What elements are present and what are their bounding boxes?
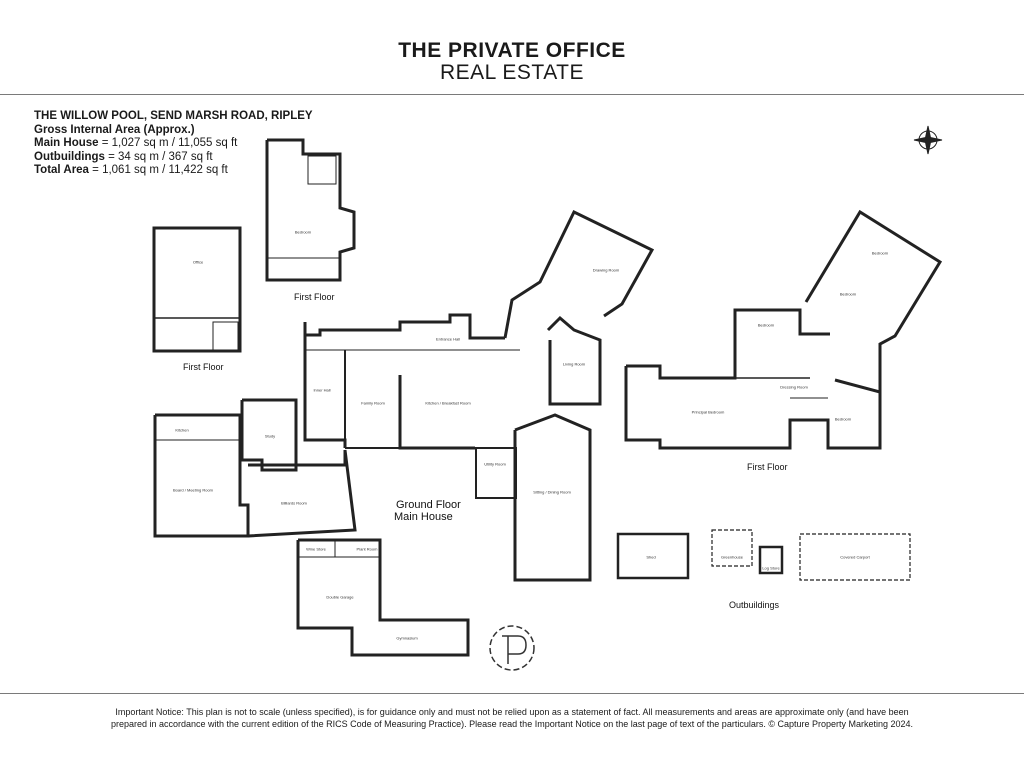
room-bedroom-r4: Bedroom [834,416,852,422]
property-title: THE WILLOW POOL, SEND MARSH ROAD, RIPLEY [34,110,313,122]
outbuildings-label: Outbuildings [729,600,780,610]
compass-icon [913,125,943,155]
room-family-room: Family Room [361,400,385,406]
room-shed: Shed [646,554,656,560]
room-inner-hall: Inner Hall [313,387,331,393]
ground-floor-plan [153,209,655,657]
first-floor-label-top: First Floor [294,292,335,302]
header-divider [0,94,1024,95]
room-dressing-room: Dressing Room [780,384,808,390]
room-bedroom-r2: Bedroom [839,291,857,297]
room-utility: Utility Room [484,461,506,467]
room-sitting-dining: Sitting / Dining Room [533,489,571,495]
office-first-floor-plan [152,226,242,353]
room-entrance-hall: Entrance Hall [435,336,461,342]
room-bedroom-top: Bedroom [294,229,312,235]
first-floor-label-office: First Floor [183,362,224,372]
room-bedroom-r3: Bedroom [757,322,775,328]
outbuildings-plan [616,529,911,581]
room-plant-room: Plant Room [356,546,378,552]
room-log-store: Log Store [762,565,780,571]
ground-floor-label: Ground Floor [396,499,461,511]
room-kitchen: Kitchen [175,427,189,433]
first-floor-right-plan [624,209,943,450]
room-office: Office [192,259,204,265]
logo-monogram-icon [489,625,535,671]
main-house-label: Main House [394,511,453,523]
room-board-meeting: Board / Meeting Room [172,487,214,493]
room-drawing-room: Drawing Room [592,267,620,273]
brand-name: THE PRIVATE OFFICE [398,39,626,62]
room-living-room: Living Room [562,361,586,367]
room-principal-bedroom: Principal Bedroom [691,409,725,415]
room-billiards: Billiards Room [281,500,307,506]
room-study: Study [264,433,276,439]
bedroom-first-floor-plan [265,138,356,282]
brand-header: THE PRIVATE OFFICE REAL ESTATE [0,40,1024,84]
outbuildings-area: Outbuildings = 34 sq m / 367 sq ft [34,150,213,163]
room-bedroom-r1: Bedroom [871,250,889,256]
notice-line-2: prepared in accordance with the current … [110,719,914,729]
room-greenhouse: Greenhouse [720,554,744,560]
room-covered-carport: Covered Carport [840,554,870,560]
footer-divider [0,693,1024,694]
main-house-area: Main House = 1,027 sq m / 11,055 sq ft [34,137,238,149]
room-wine-store: Wine Store [306,546,326,552]
first-floor-label-right: First Floor [747,462,788,472]
total-area: Total Area = 1,061 sq m / 11,422 sq ft [34,164,228,176]
room-gymnasium: Gymnasium [396,635,418,641]
room-double-garage: Double Garage [326,594,354,600]
gia-label: Gross Internal Area (Approx.) [34,123,195,136]
important-notice: Important Notice: This plan is not to sc… [0,706,1024,730]
property-info: THE WILLOW POOL, SEND MARSH ROAD, RIPLEY… [34,110,313,178]
brand-subtitle: REAL ESTATE [440,61,584,84]
notice-line-1: Important Notice: This plan is not to sc… [115,707,909,717]
room-kitchen-breakfast: Kitchen / Breakfast Room [425,400,471,406]
